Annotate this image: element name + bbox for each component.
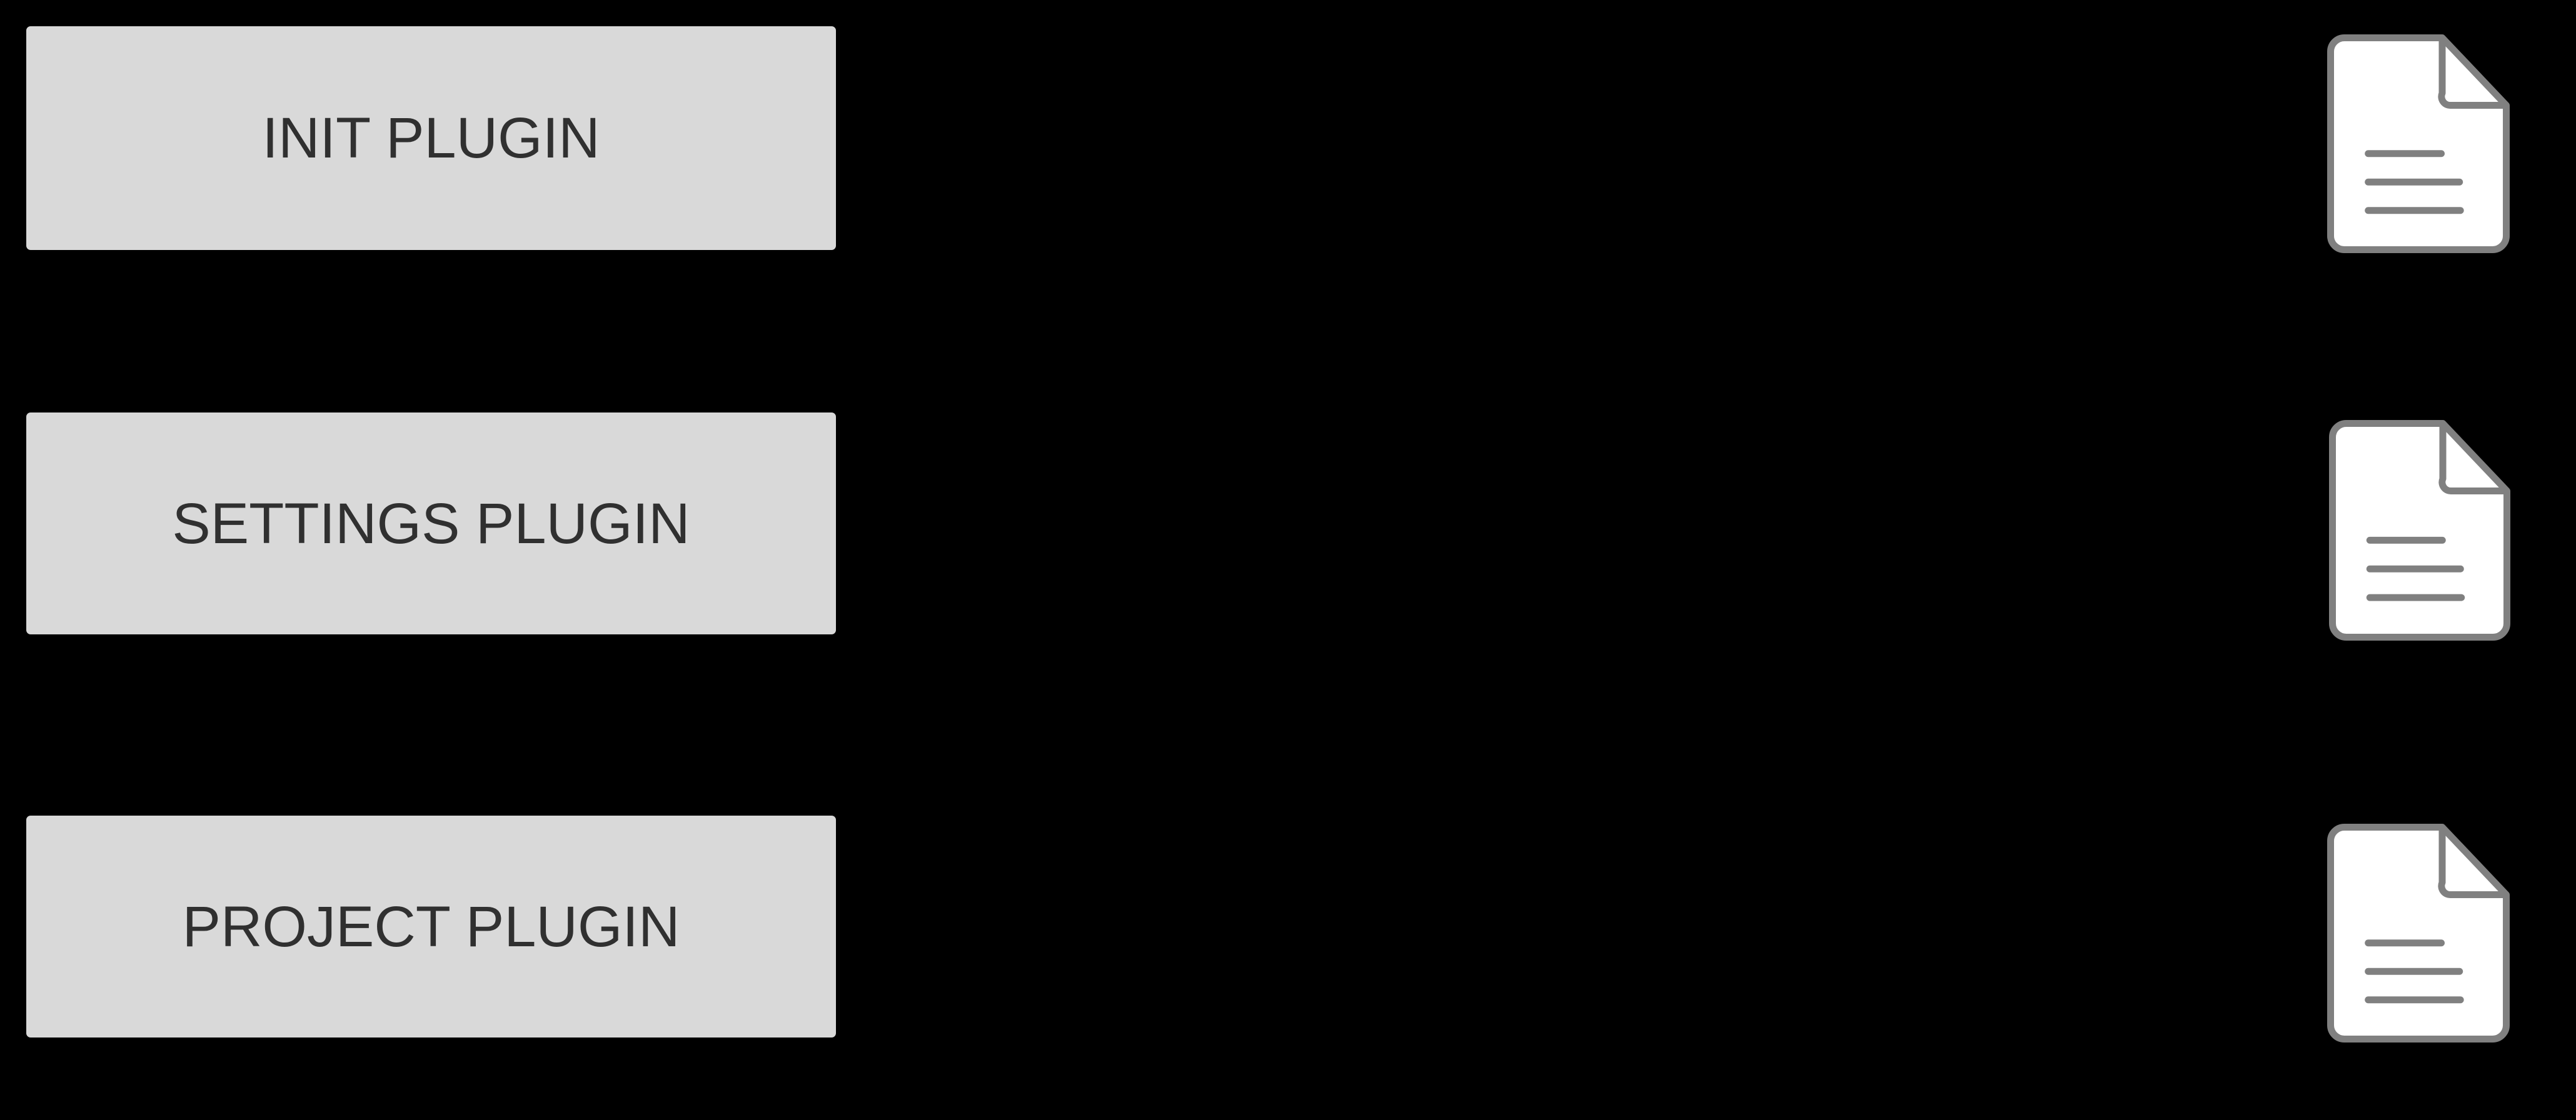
document-fold-icon [2438,423,2507,495]
document-page-shape [2327,34,2510,253]
document-icon[interactable] [2327,824,2510,1042]
document-icon[interactable] [2327,34,2510,253]
plugin-box-label: SETTINGS PLUGIN [172,491,690,556]
document-fold-icon [2438,827,2507,899]
plugin-box-settings[interactable]: SETTINGS PLUGIN [26,412,836,634]
plugin-box-project[interactable]: PROJECT PLUGIN [26,816,836,1038]
plugin-box-label: INIT PLUGIN [262,106,600,170]
document-page-shape [2329,420,2510,641]
document-fold-icon [2438,38,2507,109]
document-page-shape [2327,824,2510,1042]
document-icon[interactable] [2329,420,2510,641]
plugin-box-init[interactable]: INIT PLUGIN [26,26,836,250]
plugin-box-label: PROJECT PLUGIN [182,894,680,959]
